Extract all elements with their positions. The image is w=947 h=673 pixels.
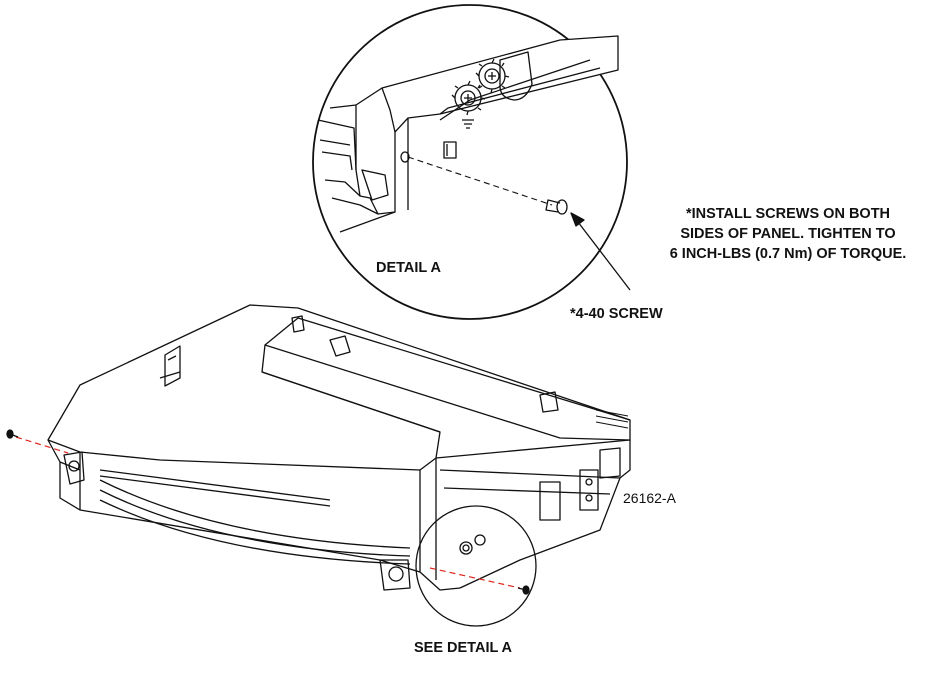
see-detail-circle [415, 505, 537, 627]
figure-code: 26162-A [623, 490, 676, 506]
install-note: *INSTALL SCREWS ON BOTH SIDES OF PANEL. … [638, 204, 938, 264]
screw-label: *4-40 SCREW [570, 306, 663, 322]
screw-left [6, 429, 19, 439]
screw-path-left [15, 436, 69, 454]
star-washer-right [475, 58, 510, 94]
install-note-line-3: 6 INCH-LBS (0.7 Nm) OF TORQUE. [669, 246, 907, 262]
detail-screw [545, 199, 568, 215]
star-washer-left [451, 80, 486, 116]
screw-path-right [429, 567, 521, 589]
detail-a-label: DETAIL A [376, 260, 441, 276]
detail-a-circle [312, 4, 628, 320]
screw-right [517, 585, 530, 595]
install-note-line-1: *INSTALL SCREWS ON BOTH [685, 206, 891, 222]
fiber-tray-assembly [47, 304, 631, 591]
install-note-line-2: SIDES OF PANEL. TIGHTEN TO [680, 226, 896, 242]
see-detail-label: SEE DETAIL A [414, 640, 513, 656]
screw-leader-arrow [570, 212, 631, 291]
